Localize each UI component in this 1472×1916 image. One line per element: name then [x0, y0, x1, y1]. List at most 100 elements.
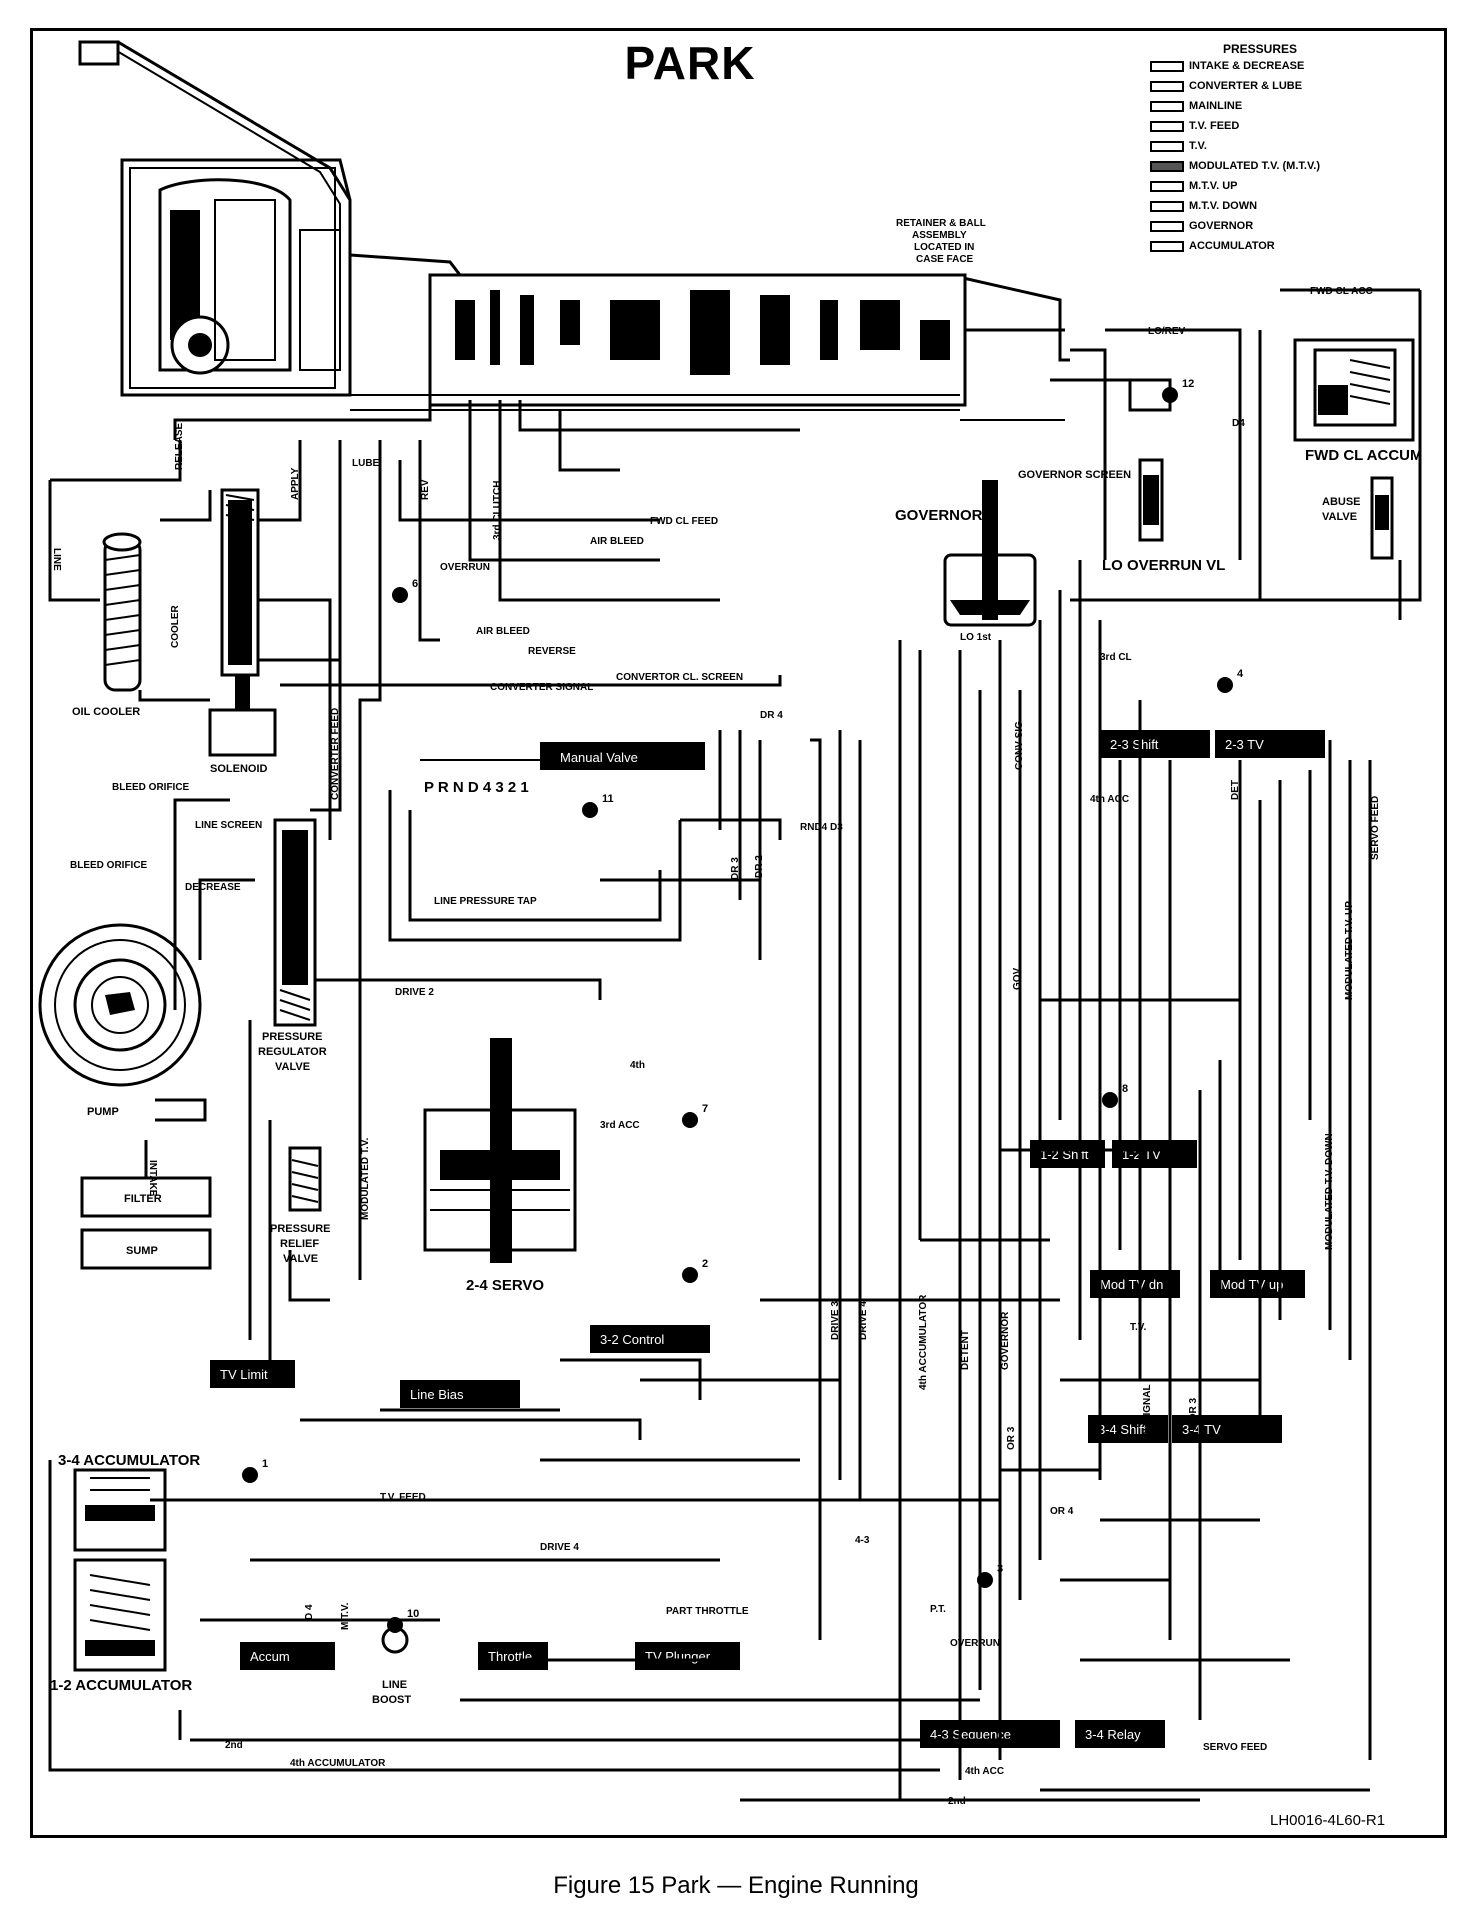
label-or4: OR 4	[1050, 1506, 1074, 1517]
valve-block	[1075, 1720, 1165, 1748]
label-fourth-accumulator-b: 4th ACCUMULATOR	[290, 1758, 386, 1769]
label-pt: P.T.	[930, 1604, 946, 1615]
label-drive-4: DRIVE 4	[858, 1301, 869, 1340]
solenoid	[208, 672, 277, 757]
legend-label: M.T.V. DOWN	[1189, 200, 1258, 212]
label-dr4: DR 4	[760, 710, 783, 721]
filter-label: FILTER	[124, 1193, 162, 1205]
legend-swatch	[1150, 160, 1184, 172]
label-air-bleed-2: AIR BLEED	[476, 626, 530, 637]
label-overrun-1: OVERRUN	[440, 562, 490, 573]
valve-block	[1210, 1270, 1305, 1298]
legend-swatch	[1150, 60, 1184, 72]
legend-swatch	[1150, 240, 1184, 252]
sump-box	[80, 1228, 212, 1270]
legend-title: PRESSURES	[1222, 42, 1298, 56]
legend-item: M.T.V. UP	[1150, 176, 1350, 196]
label-lube: LUBE	[352, 458, 380, 469]
checkball-number: 1	[262, 1458, 268, 1470]
transmission-case	[78, 40, 1070, 421]
label-mod-tv-down: MODULATED T.V. DOWN	[1324, 1133, 1335, 1250]
valve-label: Accum	[250, 1649, 290, 1664]
label-decrease: DECREASE	[185, 882, 241, 893]
label-drive-2: DRIVE 2	[395, 987, 434, 998]
lo-overrun-valve	[1128, 378, 1172, 542]
valve-block	[1030, 1140, 1105, 1168]
label-servo-feed: SERVO FEED	[1370, 796, 1381, 860]
checkball	[682, 1112, 698, 1128]
label-line-cooler: LINE	[51, 548, 62, 571]
label-fourth-accumulator: 4th ACCUMULATOR	[918, 1294, 929, 1390]
checkball-number: 12	[1182, 378, 1194, 390]
checkball-number: 2	[702, 1258, 708, 1270]
pump-label: PUMP	[87, 1106, 119, 1118]
reference-code: LH0016-4L60-R1	[1270, 1812, 1386, 1829]
checkball-number: 6	[412, 578, 418, 590]
legend-label: INTAKE & DECREASE	[1189, 60, 1305, 72]
lo-overrun-label: LO OVERRUN VL	[1102, 557, 1225, 574]
label-or3: OR 3	[1006, 1426, 1017, 1450]
label-rnd4-d3: RND4 D3	[800, 822, 843, 833]
label-line-screen: LINE SCREEN	[195, 820, 262, 831]
checkball	[977, 1572, 993, 1588]
label-modulated-tv: MODULATED T.V.	[360, 1138, 371, 1220]
valve-block	[400, 1380, 520, 1408]
intake-label: INTAKE	[147, 1160, 158, 1197]
valve-block	[590, 1325, 710, 1353]
label-fwd-cl-acc: FWD CL ACC	[1310, 286, 1373, 297]
label-lo-rev: LO/REV	[1148, 326, 1186, 337]
valve-label: 3-2 Control	[600, 1332, 664, 1347]
valve-label: 4-3 Sequence	[930, 1727, 1011, 1742]
label-tv: T.V.	[1130, 1322, 1147, 1333]
governor	[943, 480, 1037, 627]
converter-clutch-valve	[220, 488, 260, 677]
label-dr2: DR 2	[754, 855, 765, 878]
legend-item: CONVERTER & LUBE	[1150, 76, 1350, 96]
label-d4b: D 4	[304, 1604, 315, 1620]
checkball	[1217, 677, 1233, 693]
legend-label: ACCUMULATOR	[1189, 240, 1275, 252]
accumulator-1-2	[73, 1558, 167, 1672]
manual-valve	[420, 742, 705, 770]
label-conv-sig: CONV SIG	[1014, 721, 1025, 770]
checkball-number: 3	[997, 1563, 1003, 1575]
label-drive-4-b: DRIVE 4	[540, 1542, 579, 1553]
legend-label: MAINLINE	[1189, 100, 1243, 112]
servo-label: 2-4 SERVO	[466, 1277, 544, 1294]
valve-block	[1215, 730, 1325, 758]
valve-block	[635, 1642, 740, 1670]
sump-label: SUMP	[126, 1245, 158, 1257]
label-tv-feed: T.V. FEED	[380, 1492, 426, 1503]
bleed-orifice-label: BLEED ORIFICE	[112, 782, 190, 793]
line-pressure-tap-label: LINE PRESSURE TAP	[434, 896, 537, 907]
checkball	[582, 802, 598, 818]
pressure-relief-valve	[288, 1146, 322, 1212]
legend-swatch	[1150, 140, 1184, 152]
legend-label: T.V.	[1189, 140, 1207, 152]
label-rev-left: REV	[420, 479, 431, 500]
checkball-number: 10	[407, 1608, 419, 1620]
legend-label: MODULATED T.V. (M.T.V.)	[1189, 160, 1320, 172]
valve-block	[920, 1720, 1060, 1748]
label-second: 2nd	[225, 1740, 243, 1751]
legend-item: GOVERNOR	[1150, 216, 1350, 236]
checkball-number: 8	[1122, 1083, 1128, 1095]
legend-label: T.V. FEED	[1189, 120, 1240, 132]
label-cooler: COOLER	[170, 604, 181, 648]
fwd-cl-accum	[1313, 348, 1397, 427]
valve-label: 2-3 Shift	[1110, 737, 1159, 752]
checkball	[1102, 1092, 1118, 1108]
checkball-number: 11	[602, 793, 614, 805]
valve-label: Line Bias	[410, 1387, 464, 1402]
label-fourth-signal: 4th SIGNAL	[1142, 1384, 1153, 1440]
valve-label: 2-3 TV	[1225, 737, 1264, 752]
valve-label: 3-4 Relay	[1085, 1727, 1141, 1742]
fwd-cl-accum-label: FWD CL ACCUM	[1305, 447, 1422, 464]
legend-item: MAINLINE	[1150, 96, 1350, 116]
valve-block	[1172, 1415, 1282, 1443]
label-reverse: REVERSE	[528, 646, 576, 657]
label-second-b: 2nd	[948, 1796, 966, 1807]
